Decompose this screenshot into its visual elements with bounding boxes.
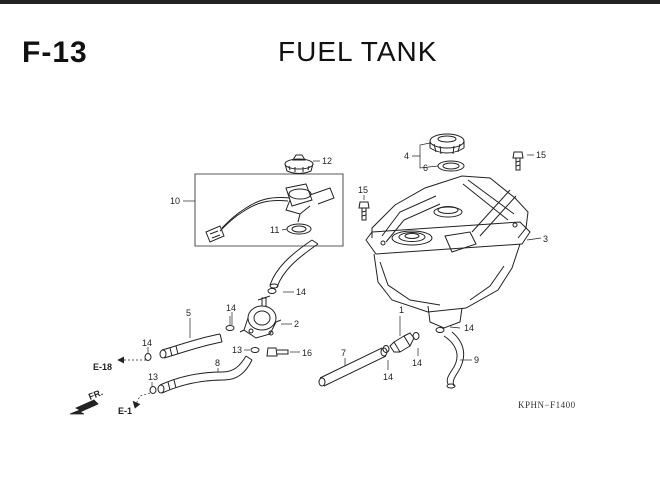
callout-14-e18: 14 — [142, 338, 152, 348]
callout-3: 3 — [543, 234, 548, 244]
fuel-valve — [389, 332, 415, 353]
front-direction-arrow — [69, 399, 99, 415]
bolt-upper-right — [512, 151, 524, 171]
ref-e18: E-18 — [93, 362, 112, 372]
top-rule — [0, 0, 660, 4]
leader-lines — [147, 142, 542, 386]
fuel-cap-gasket — [437, 160, 465, 172]
clip-e18 — [144, 353, 152, 361]
hose-8 — [157, 355, 253, 394]
callout-16: 16 — [302, 348, 312, 358]
fuel-unit-bracket — [194, 173, 344, 247]
fuel-tank — [365, 175, 531, 329]
clip-pump-left — [225, 325, 235, 331]
callout-labels: 1 2 3 4 5 6 7 8 9 10 11 12 13 13 14 14 1… — [87, 150, 548, 416]
hose-5 — [159, 333, 223, 359]
callout-12: 12 — [322, 156, 332, 166]
fuel-pump — [239, 295, 282, 339]
callout-10: 10 — [170, 196, 180, 206]
hose-7 — [318, 347, 388, 387]
clip-13-upper — [250, 347, 260, 353]
clip-hose-9 — [435, 327, 445, 333]
catalog-code: KPHN−F1400 — [518, 400, 576, 410]
callout-9: 9 — [474, 355, 479, 365]
callout-15-right: 15 — [536, 150, 546, 160]
callout-7: 7 — [341, 348, 346, 358]
callout-2: 2 — [294, 319, 299, 329]
callout-8: 8 — [215, 358, 220, 368]
bolt-16 — [266, 347, 289, 357]
callout-14-pump-left: 14 — [226, 303, 236, 313]
ref-e1: E-1 — [118, 406, 132, 416]
bolt-left — [358, 201, 370, 221]
ref-arrows — [117, 356, 151, 409]
callout-13-pump: 13 — [232, 345, 242, 355]
fuel-unit — [205, 183, 335, 243]
callout-14-valve-right: 14 — [412, 358, 422, 368]
callout-11: 11 — [270, 225, 279, 235]
clip-pump-top — [267, 288, 277, 294]
callout-14-hose-9: 14 — [464, 323, 474, 333]
hose-9 — [443, 331, 465, 389]
callout-14-valve-left: 14 — [383, 372, 393, 382]
fuel-unit-seal — [286, 223, 312, 235]
fuel-cap — [429, 133, 465, 155]
callout-13-e1: 13 — [148, 372, 158, 382]
clip-e1 — [149, 386, 157, 394]
callout-4: 4 — [404, 151, 409, 161]
tank-hose-upper — [269, 239, 319, 289]
front-label: FR. — [87, 387, 104, 402]
callout-14-pump-top: 14 — [296, 287, 306, 297]
callout-5: 5 — [186, 308, 191, 318]
callout-15-left: 15 — [358, 185, 368, 195]
clip-valve-right — [412, 332, 420, 340]
callout-6: 6 — [423, 163, 428, 173]
fuel-unit-cap — [284, 154, 314, 174]
clip-valve-left — [382, 345, 390, 353]
page-title: FUEL TANK — [278, 36, 438, 67]
callout-1: 1 — [399, 305, 404, 315]
section-code: F-13 — [22, 36, 88, 69]
